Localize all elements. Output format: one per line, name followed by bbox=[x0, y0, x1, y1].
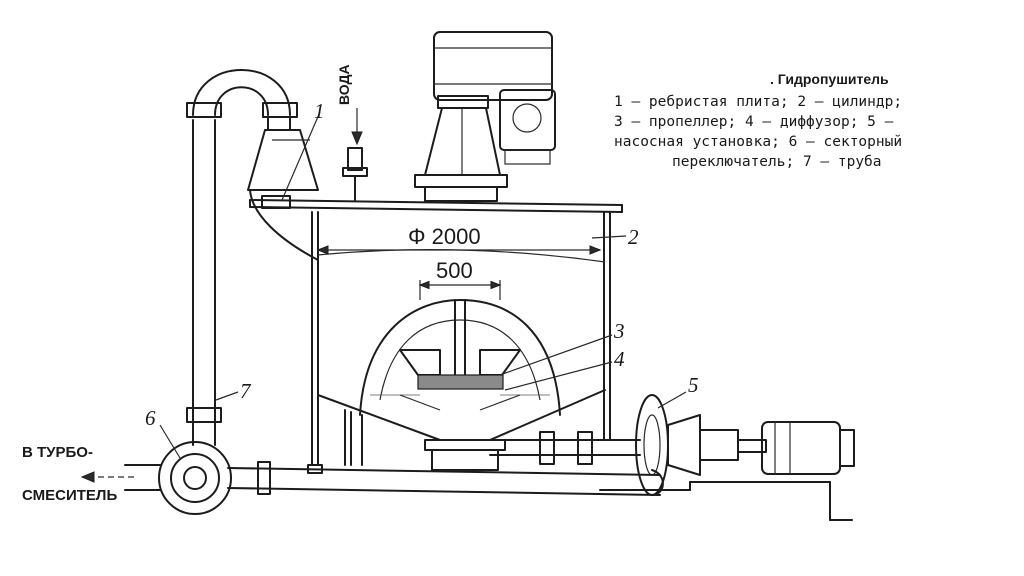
diffuser-4 bbox=[359, 299, 561, 416]
caption-line-2: 3 — пропеллер; 4 — диффузор; 5 — bbox=[614, 114, 894, 130]
width-label: 500 bbox=[436, 258, 473, 283]
callout-6: 6 bbox=[145, 406, 181, 459]
callout-4-number: 4 bbox=[614, 347, 625, 371]
outlet-label-line2: СМЕСИТЕЛЬ bbox=[22, 487, 117, 504]
cylinder-2 bbox=[307, 211, 611, 474]
sector-switch-6 bbox=[124, 419, 232, 515]
dimension-2000 bbox=[316, 245, 602, 255]
callout-6-number: 6 bbox=[145, 406, 156, 430]
callout-3: 3 bbox=[499, 319, 625, 376]
callout-7: 7 bbox=[215, 379, 252, 403]
outlet-pipe bbox=[227, 461, 664, 496]
callout-2-number: 2 bbox=[628, 225, 639, 249]
caption-line-4: переключатель; 7 — труба bbox=[672, 154, 882, 170]
caption-line-3: насосная установка; 6 — секторный bbox=[614, 134, 902, 150]
caption-line-1: 1 — ребристая плита; 2 — цилиндр; bbox=[614, 94, 902, 110]
pipe-7 bbox=[186, 69, 298, 423]
callout-5: 5 bbox=[657, 373, 699, 409]
propeller-3 bbox=[399, 299, 521, 411]
pump-unit-5 bbox=[489, 394, 855, 521]
outlet-arrow bbox=[80, 471, 135, 483]
outlet-label-line1: В ТУРБО- bbox=[22, 444, 93, 461]
callout-7-number: 7 bbox=[240, 379, 252, 403]
callout-5-number: 5 bbox=[688, 373, 699, 397]
top-deck bbox=[249, 199, 623, 213]
water-label: ВОДА bbox=[336, 64, 352, 105]
top-motor bbox=[414, 31, 556, 202]
caption: . Гидропушитель 1 — ребристая плита; 2 —… bbox=[614, 71, 902, 170]
callout-4: 4 bbox=[504, 347, 625, 391]
water-arrow bbox=[351, 108, 363, 146]
dimension-500 bbox=[418, 280, 502, 300]
callout-1: 1 bbox=[281, 99, 325, 201]
diameter-label: Φ 2000 bbox=[408, 224, 481, 249]
callout-2: 2 bbox=[591, 225, 639, 249]
caption-title: . Гидропушитель bbox=[770, 71, 889, 87]
ribbed-plate-hopper bbox=[247, 129, 319, 261]
water-inlet-pipe bbox=[342, 147, 368, 201]
callout-1-number: 1 bbox=[314, 99, 325, 123]
callout-3-number: 3 bbox=[613, 319, 625, 343]
